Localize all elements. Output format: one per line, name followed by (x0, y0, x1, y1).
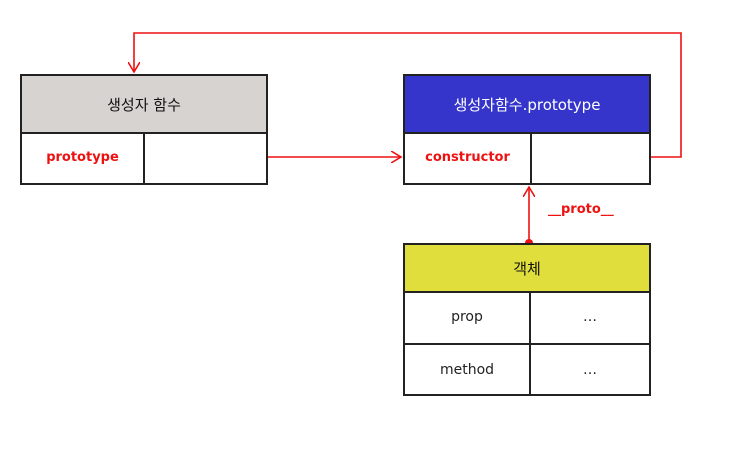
object-row-value: … (529, 291, 649, 343)
constructor-function-title: 생성자 함수 (22, 76, 266, 134)
constructor-function-box: 생성자 함수 prototype (20, 74, 268, 185)
prototype-property-value (143, 132, 266, 183)
prototype-object-title: 생성자함수.prototype (405, 76, 649, 134)
instance-object-title: 객체 (405, 245, 649, 293)
object-row-method: method … (405, 343, 649, 394)
constructor-property-value (530, 132, 649, 183)
instance-object-box: 객체 prop … method … (403, 243, 651, 396)
proto-reference-arrow (525, 187, 533, 247)
prototype-property-row: prototype (22, 132, 266, 183)
prototype-property-key: prototype (46, 150, 119, 165)
constructor-property-row: constructor (405, 132, 649, 183)
object-row-key: prop (451, 309, 483, 325)
prototype-object-box: 생성자함수.prototype constructor (403, 74, 651, 185)
object-row-key: method (439, 361, 495, 378)
proto-link-label: __proto__ (548, 202, 614, 217)
constructor-property-key: constructor (425, 150, 510, 165)
object-row-value: … (529, 345, 649, 394)
object-row-prop: prop … (405, 291, 649, 343)
